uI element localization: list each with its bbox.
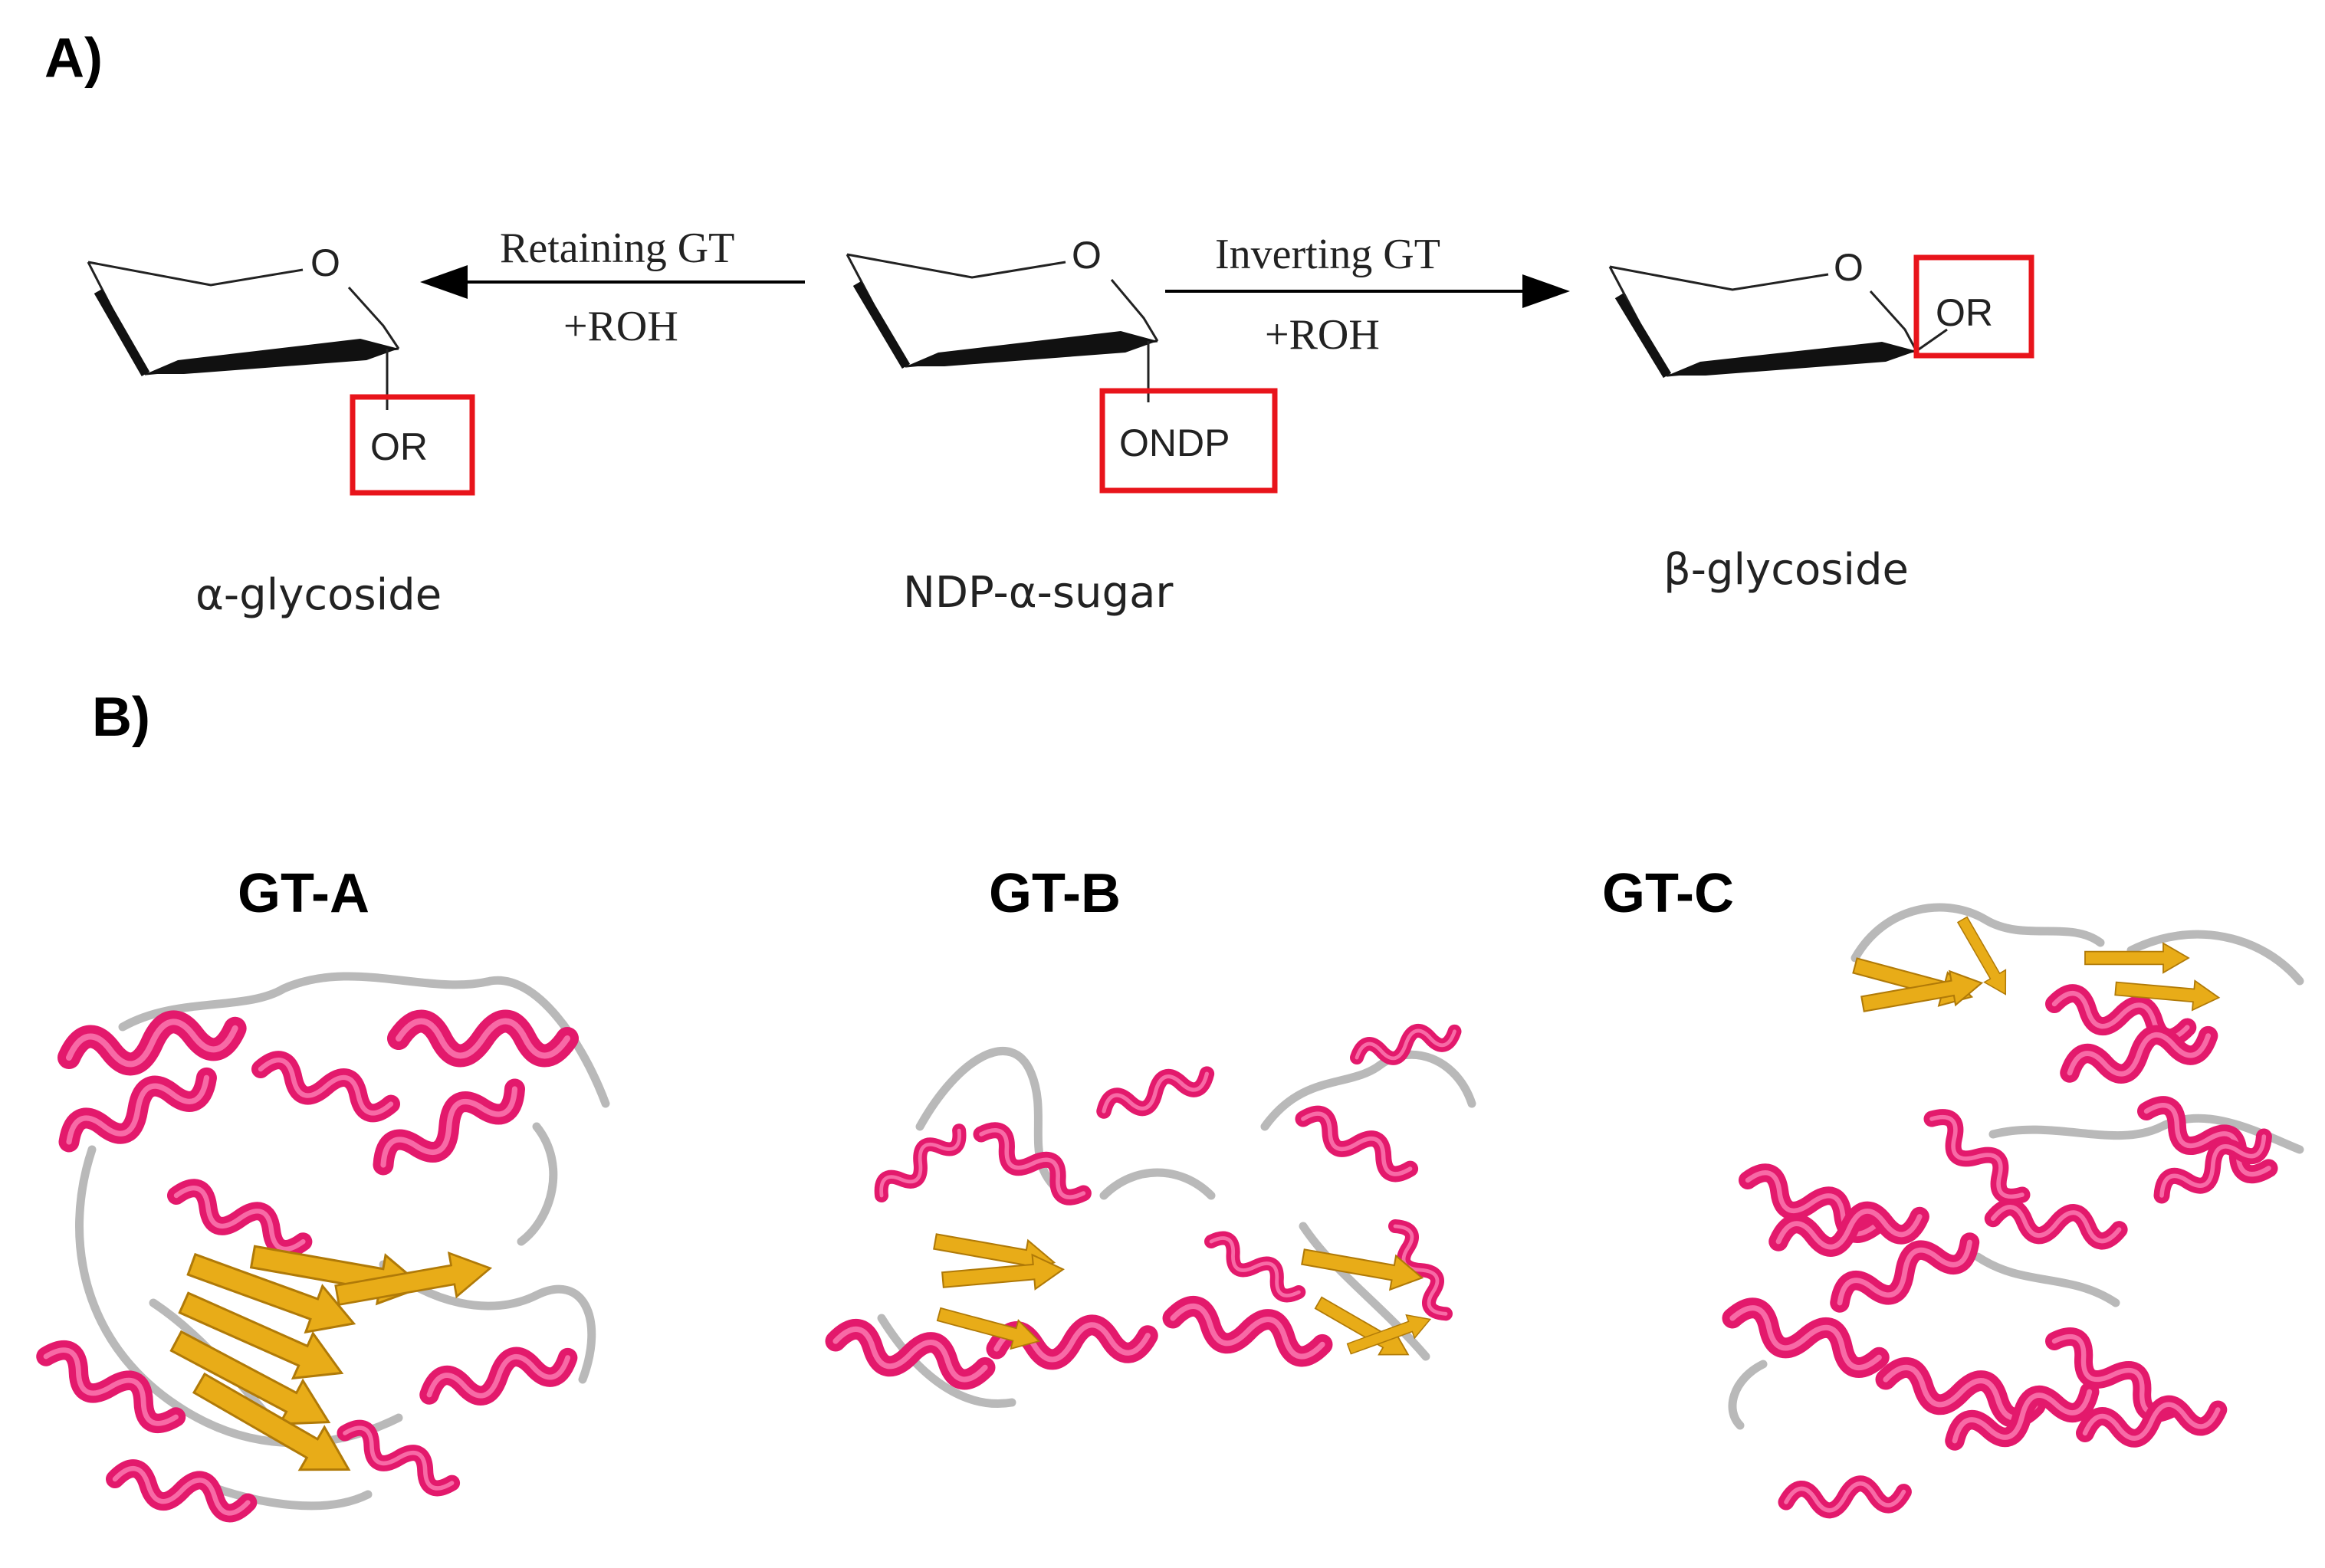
ring-oxygen: O [1834,246,1864,289]
substituent-label: OR [370,425,428,468]
structure-title: GT-B [989,863,1121,924]
protein-ribbon-gt-a [40,972,610,1516]
substituent-highlight-box [1913,254,2034,359]
retaining-gt-arrow: Retaining GT +ROH [420,225,805,350]
molecule-caption: α-glycoside [195,570,442,620]
ndp-alpha-sugar-structure: O ONDP NDP-α-sugar [846,234,1278,618]
gt-c-structure: GT-C [1602,863,2304,1514]
molecule-caption: β-glycoside [1663,545,1909,595]
retaining-reagent-label: +ROH [563,303,678,350]
substituent-highlight-box [350,394,475,496]
substituent-label: ONDP [1119,422,1230,464]
protein-ribbon-gt-b [832,1022,1476,1408]
substituent-label: OR [1936,291,1993,334]
inverting-reagent-label: +ROH [1265,311,1380,359]
panel-b-label: B) [92,687,150,748]
ring-oxygen: O [310,241,340,284]
gt-b-structure: GT-B [832,863,1476,1408]
retaining-gt-label: Retaining GT [500,225,734,272]
molecule-caption: NDP-α-sugar [903,568,1174,618]
ring-oxygen: O [1072,234,1102,277]
alpha-glycoside-structure: O OR α-glycoside [87,241,475,620]
inverting-gt-label: Inverting GT [1215,231,1440,278]
substituent-highlight-box [1099,388,1278,494]
structure-title: GT-C [1602,863,1734,924]
structure-title: GT-A [238,863,369,924]
inverting-gt-arrow: Inverting GT +ROH [1165,231,1570,359]
gt-a-structure: GT-A [40,863,610,1516]
panel-a-label: A) [44,28,103,89]
protein-ribbon-gt-c [1729,903,2304,1514]
beta-glycoside-structure: O OR β-glycoside [1608,246,2034,595]
